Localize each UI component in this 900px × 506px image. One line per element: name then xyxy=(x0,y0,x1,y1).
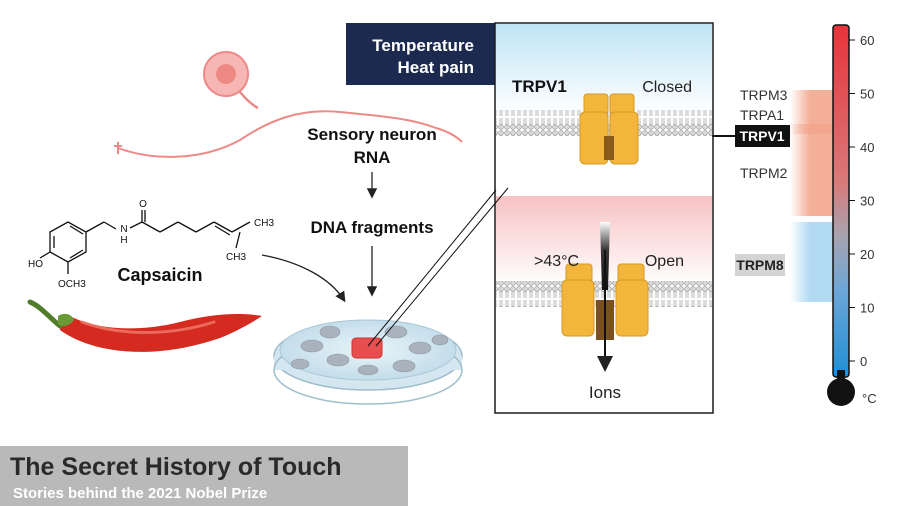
state-closed: Closed xyxy=(642,79,692,96)
receptor-trpv1: TRPV1 xyxy=(739,128,784,144)
thermo-tick-label: 0 xyxy=(860,354,867,369)
petri-dish-illustration xyxy=(273,319,463,405)
thermo-tick-label: 30 xyxy=(860,194,874,209)
receptor-trpm3: TRPM3 xyxy=(740,87,788,103)
thermometer: 60 50 40 30 20 10 0 °C xyxy=(827,24,877,406)
workflow-step1-line1: Sensory neuron xyxy=(307,125,436,144)
thermo-tick-label: 20 xyxy=(860,247,874,262)
atom-ho: HO xyxy=(28,259,43,270)
workflow-step1-line2: RNA xyxy=(354,148,391,167)
receptor-trpm2: TRPM2 xyxy=(740,165,788,181)
thermo-unit: °C xyxy=(862,391,877,406)
capsaicin-atoms: N H O HO OCH3 CH3 CH3 xyxy=(28,199,274,290)
receptor-trpm8: TRPM8 xyxy=(736,257,784,273)
header-box xyxy=(346,23,496,85)
zoom-line-2 xyxy=(375,187,509,347)
atom-n: N xyxy=(120,224,127,235)
state-open: Open xyxy=(645,253,684,270)
banner-title: The Secret History of Touch xyxy=(10,453,342,481)
atom-o: O xyxy=(139,199,147,210)
zoom-line-1 xyxy=(367,189,497,347)
chili-pepper-illustration xyxy=(27,299,262,352)
threshold-label: >43°C xyxy=(534,253,579,270)
atom-ch3-top: CH3 xyxy=(254,218,274,229)
header-line1: Temperature xyxy=(372,36,474,55)
band-trpv1 xyxy=(790,124,840,148)
band-trpm2 xyxy=(790,148,840,216)
band-trpm8 xyxy=(790,222,840,302)
atom-h: H xyxy=(120,235,127,246)
capsaicin-arrow xyxy=(261,254,346,303)
trpv1-closed-channel xyxy=(579,93,639,165)
thermo-tick-label: 40 xyxy=(860,140,874,155)
channel-name: TRPV1 xyxy=(512,77,567,96)
thermo-tick-label: 10 xyxy=(860,301,874,316)
atom-och3: OCH3 xyxy=(58,279,86,290)
receptor-trpa1: TRPA1 xyxy=(740,107,784,123)
ions-label: Ions xyxy=(589,383,621,402)
receptor-trpv1-box xyxy=(735,125,790,147)
atom-ch3-bottom: CH3 xyxy=(226,252,246,263)
channel-panel: TRPV1 Closed >43°C Open Ions xyxy=(494,22,714,414)
workflow-step2: DNA fragments xyxy=(310,218,433,237)
trpv1-open-channel xyxy=(561,222,649,372)
thermo-tick-label: 60 xyxy=(860,33,874,48)
capsaicin-structure xyxy=(39,210,251,274)
receptor-trpm8-box xyxy=(735,254,785,276)
thermo-tick-label: 50 xyxy=(860,87,874,102)
capsaicin-label: Capsaicin xyxy=(117,265,202,285)
sensory-neuron-illustration xyxy=(114,51,463,158)
banner-box xyxy=(0,446,408,506)
header-line2: Heat pain xyxy=(397,58,474,77)
banner-subtitle: Stories behind the 2021 Nobel Prize xyxy=(13,485,267,502)
